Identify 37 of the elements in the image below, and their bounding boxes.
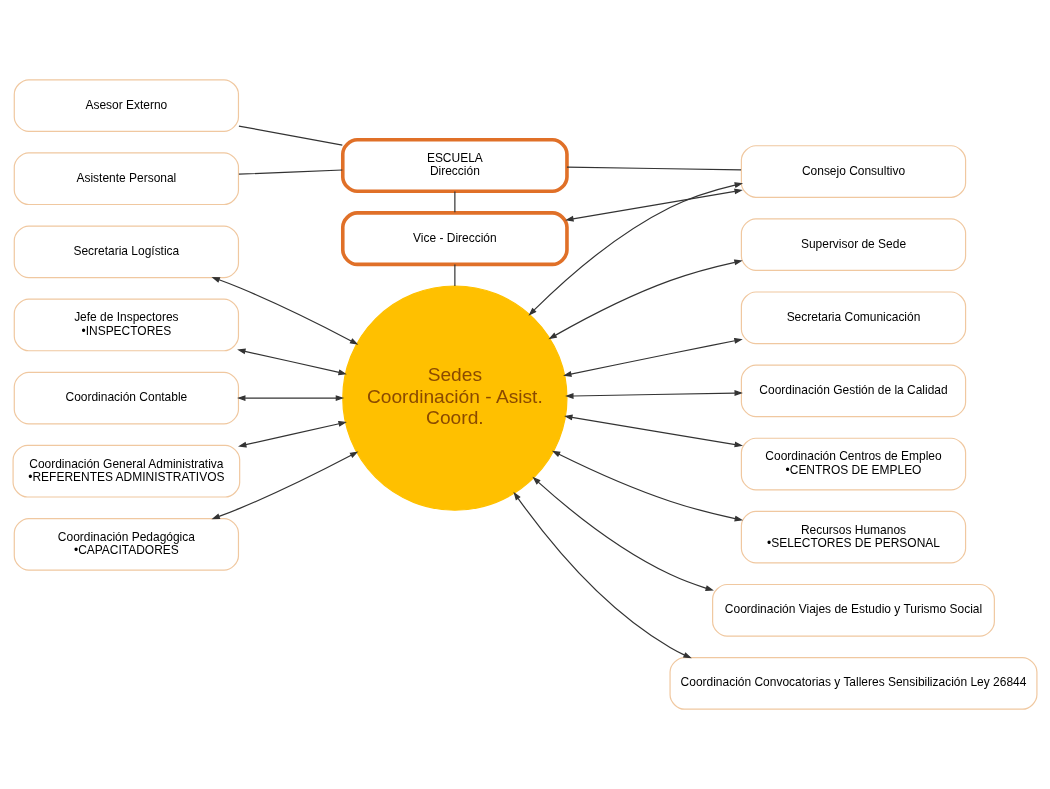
arrow [528, 182, 744, 316]
node-box: Coordinación Centros de Empleo •CENTROS DE EMPLEO [740, 437, 967, 491]
node-box: Supervisor de Sede [740, 218, 967, 272]
arrow [211, 277, 359, 345]
node-box: Secretaria Comunicación [740, 291, 967, 345]
node-box: Jefe de Inspectores •INSPECTORES [13, 298, 240, 352]
node-box: Asesor Externo [13, 79, 240, 132]
node-box: ESCUELA Dirección [340, 137, 569, 194]
connector [566, 166, 742, 171]
arrow [237, 348, 347, 376]
connector [454, 190, 456, 213]
connector [454, 263, 456, 287]
node-box: Coordinación Pedagógica •CAPACITADORES [13, 518, 240, 571]
arrow [237, 395, 345, 402]
node-circle: Sedes Coordinación - Asist. Coord. [342, 285, 568, 511]
node-box: Recursos Humanos •SELECTORES DE PERSONAL [740, 510, 967, 564]
node-box: Secretaria Logística [13, 225, 240, 279]
arrow [548, 259, 743, 340]
arrow [551, 450, 744, 522]
arrow [565, 390, 743, 399]
node-box: Coordinación Viajes de Estudio y Turismo Social [712, 583, 995, 637]
node-box: Coordinación Gestión de la Calidad [740, 364, 967, 418]
arrow [565, 188, 743, 222]
node-box: Coordinación Convocatorias y Talleres Sensibilización Ley 26844 [669, 657, 1038, 710]
arrow [238, 421, 347, 448]
arrow [513, 491, 692, 659]
node-box: Coordinación Contable [13, 371, 240, 425]
arrow [532, 476, 714, 591]
node-box: Consejo Consultivo [740, 145, 967, 198]
node-box: Asistente Personal [13, 152, 240, 206]
arrow [563, 337, 743, 377]
connector [238, 169, 343, 175]
node-box: Vice - Dirección [340, 211, 569, 267]
arrow [564, 414, 743, 448]
node-box: Coordinación General Administrativa •REFERENTES ADMINISTRATIVOS [12, 444, 241, 498]
connector [238, 125, 343, 146]
arrow [211, 451, 359, 520]
